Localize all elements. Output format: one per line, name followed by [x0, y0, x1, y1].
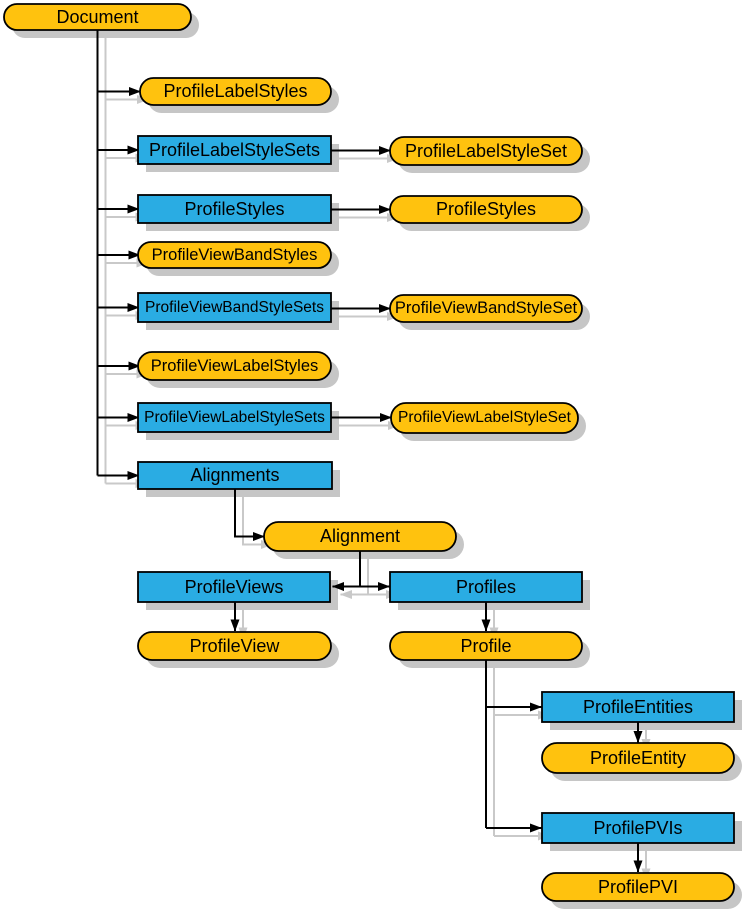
node-profile-view-label-styles-shape	[137, 351, 332, 381]
connector-layer	[96, 30, 643, 873]
node-profile-view-shape	[137, 631, 332, 661]
node-profile-label-style-set-shape	[389, 136, 583, 166]
node-profile-pvis-shape	[541, 812, 735, 844]
edge-alignments-to-alignment	[234, 489, 265, 541]
node-profile-view-band-styles-shape	[137, 241, 332, 269]
node-profile-views-shape	[137, 571, 331, 603]
node-shadows	[12, 12, 742, 909]
node-alignments-shape	[137, 461, 333, 490]
node-profile-view-band-style-sets-shape	[137, 292, 332, 323]
node-layer	[3, 3, 735, 902]
node-profile-styles-object-shape	[389, 195, 583, 224]
node-profile-entity-shape	[541, 742, 735, 774]
shadow-layer	[12, 12, 742, 909]
node-profile-styles-collection-shape	[137, 194, 332, 224]
node-profile-view-label-style-set-shape	[390, 402, 579, 434]
node-profile-view-label-style-sets-shape	[137, 402, 332, 433]
node-profile-label-styles-shape	[139, 77, 332, 106]
node-alignment-shape	[263, 521, 457, 552]
node-profile-pvi-shape	[541, 872, 735, 902]
node-profile-view-band-style-set-shape	[389, 294, 583, 323]
node-profile-label-style-sets-shape	[137, 135, 332, 165]
node-document-shape	[3, 3, 192, 31]
node-profile-entities-shape	[541, 691, 735, 723]
node-profiles-shape	[389, 571, 583, 603]
node-profile-shape	[389, 631, 583, 661]
